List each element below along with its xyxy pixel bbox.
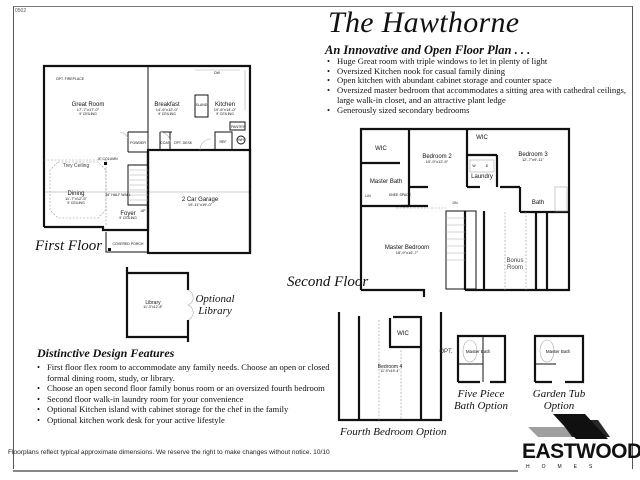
coat-label: COAT	[160, 141, 170, 145]
water-heater-label: WH	[238, 138, 244, 142]
room-name-library: Library	[145, 300, 161, 306]
ref-label: REF	[220, 140, 227, 144]
desk-label: OPT. DESK	[174, 141, 193, 145]
room-name-wic: WIC	[375, 146, 387, 152]
garden-tub-label-line2: Option	[543, 400, 575, 412]
library-plan: Library 11'-3"x12'-8"	[125, 267, 194, 342]
room-name-bedroom-4: Bedroom 4	[378, 364, 403, 370]
list-item: Oversized Kitchen nook for casual family…	[327, 66, 627, 77]
room-name-dining: Dining	[67, 191, 84, 197]
second-floor-plan: WIC Master Bath LIN KNEE SPACE Bedroom 2…	[359, 127, 571, 297]
list-item: Open kitchen with abundant cabinet stora…	[327, 76, 627, 86]
covered-porch-label: COVERED PORCH	[113, 242, 144, 246]
dryer-label: D	[486, 164, 489, 168]
room-name-bedroom-2: Bedroom 2	[422, 154, 452, 160]
stairs	[446, 217, 465, 261]
document-code: 0502	[15, 8, 27, 14]
room-name-master-bedroom: Master Bedroom	[385, 245, 429, 251]
room-name-bedroom-3: Bedroom 3	[518, 152, 548, 158]
room-dims-breakfast: 14'-6"x12'-0"	[156, 107, 179, 112]
first-floor-label: First Floor	[35, 238, 103, 254]
column-label: 8" COLUMN	[98, 157, 118, 161]
logo-subtitle: HOMES	[526, 464, 605, 470]
room-dims-dining: 11'-7"x12'-5"	[65, 196, 88, 201]
linen-label: LIN	[365, 194, 371, 198]
first-floor-plan: OPT. FIREPLACE Great Room 17'-7"x17'-0" …	[42, 64, 252, 255]
room-name-kitchen: Kitchen	[215, 102, 235, 108]
second-floor-label: Second Floor	[287, 274, 369, 290]
page-title: The Hawthorne	[328, 6, 520, 39]
room-name-great-room: Great Room	[72, 102, 105, 108]
room-name-garage: 2 Car Garage	[182, 197, 219, 203]
design-features-list: First floor flex room to accommodate any…	[37, 362, 337, 426]
garden-tub-label-line1: Garden Tub	[532, 388, 586, 400]
room-note: 9' CEILING	[158, 112, 176, 116]
eastwood-logo-mark	[528, 414, 610, 439]
design-features-heading: Distinctive Design Features	[37, 346, 175, 360]
disclaimer-footer: Floorplans reflect typical approximate d…	[8, 449, 330, 456]
optional-library-label-line2: Library	[198, 305, 232, 317]
room-dims-master-bedroom: 16'-9"x16'-7"	[396, 250, 419, 255]
fourth-bedroom-plan: WIC Bedroom 4 11'-9"x19'-4"	[337, 312, 443, 422]
stairs-down-label: DN	[452, 201, 458, 205]
room-name-master-bath: Master Bath	[466, 349, 491, 354]
room-name-laundry: Laundry	[471, 174, 493, 180]
half-wall-label: 36" HALF WALL	[105, 193, 130, 197]
room-note: 9' CEILING	[216, 112, 234, 116]
room-dims-kitchen: 10'-6"x14'-0"	[214, 107, 237, 112]
room-name-bonus: Room	[507, 265, 523, 271]
intro-features-list: Huge Great room with triple windows to l…	[327, 56, 627, 116]
room-note: 9' CEILING	[79, 112, 97, 116]
list-item: Second floor walk-in laundry room for yo…	[37, 394, 337, 405]
opt-label: OPT.	[439, 349, 453, 355]
five-piece-label-line2: Bath Option	[453, 400, 509, 412]
pantry-label: PANTRY	[231, 125, 246, 129]
stairs	[127, 164, 149, 206]
list-item: Oversized master bedroom that accommodat…	[327, 85, 627, 105]
room-dims-garage: 19'-11"x19'-0"	[188, 202, 213, 207]
stairs-up-label: UP	[141, 209, 147, 213]
list-item: Choose an open second floor family bonus…	[37, 383, 337, 394]
logo-wordmark: EASTWOOD	[522, 440, 640, 463]
fireplace-label: OPT. FIREPLACE	[56, 77, 85, 81]
island-label: ISLAND	[195, 103, 208, 107]
room-name-bonus: Bonus	[506, 258, 523, 264]
garden-tub-bath-plan: Master Bath	[533, 334, 585, 384]
optional-library-label-line1: Optional	[195, 293, 235, 305]
trey-ceiling-label: Trey Ceiling	[63, 163, 90, 169]
room-dims-bedroom-3: 12'-7"x9'-11"	[522, 157, 545, 162]
washer-label: W	[472, 164, 476, 168]
list-item: Optional Kitchen island with cabinet sto…	[37, 404, 337, 415]
room-dims-bedroom-4: 11'-9"x19'-4"	[380, 369, 400, 373]
list-item: First floor flex room to accommodate any…	[37, 362, 337, 383]
five-piece-bath-plan: OPT. Master Bath	[439, 334, 507, 384]
room-name-wic: WIC	[397, 331, 409, 337]
intro-heading: An Innovative and Open Floor Plan . . .	[325, 43, 531, 57]
room-name-breakfast: Breakfast	[154, 102, 180, 108]
room-name-bath: Bath	[532, 200, 544, 206]
room-dims-great-room: 17'-7"x17'-0"	[77, 107, 100, 112]
room-name-foyer: Foyer	[120, 211, 135, 217]
five-piece-label-line1: Five Piece	[457, 388, 505, 400]
list-item: Optional kitchen work desk for your acti…	[37, 415, 337, 426]
room-note: 9' CEILING	[119, 216, 137, 220]
page-frame	[13, 6, 633, 469]
fourth-bedroom-option-label: Fourth Bedroom Option	[340, 426, 447, 438]
room-dims-bedroom-2: 10'-9"x12'-9"	[426, 159, 449, 164]
list-item: Generously sized secondary bedrooms	[327, 105, 627, 116]
room-dims-library: 11'-3"x12'-8"	[143, 305, 163, 309]
room-note: 9' CEILING	[67, 201, 85, 205]
room-name-master-bath: Master Bath	[546, 349, 571, 354]
bottom-rule	[13, 470, 518, 472]
knee-space-label: KNEE SPACE	[389, 193, 412, 197]
powder-label: POWDER	[130, 141, 146, 145]
room-name-master-bath: Master Bath	[370, 179, 402, 185]
room-name-wic: WIC	[476, 135, 488, 141]
dishwasher-label: DW	[214, 71, 221, 75]
list-item: Huge Great room with triple windows to l…	[327, 56, 627, 67]
